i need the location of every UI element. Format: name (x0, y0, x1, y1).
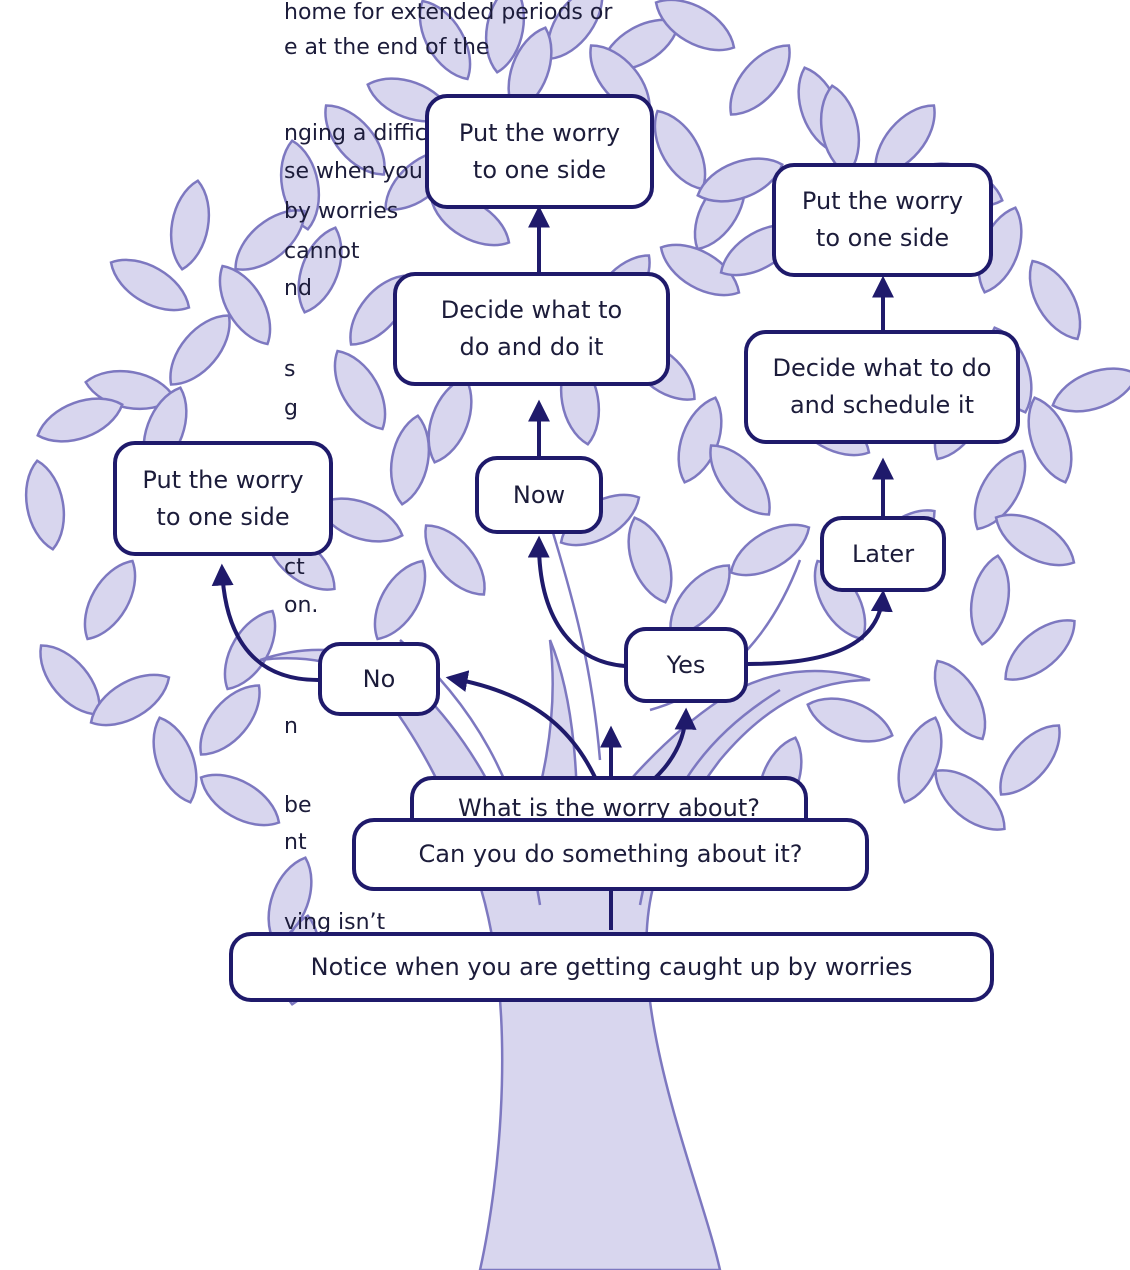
leaf-shape (427, 376, 473, 464)
leaf-shape (729, 44, 791, 116)
leaf-shape (316, 497, 404, 543)
node-later: Later (820, 516, 946, 592)
leaf-shape (89, 673, 171, 727)
leaf-shape (1027, 396, 1073, 484)
leaf-shape (1051, 367, 1130, 413)
node-can-you-do-something: Can you do something about it? (352, 818, 869, 891)
leaf-shape (389, 414, 431, 506)
leaf-shape (234, 209, 306, 271)
leaf-shape (218, 264, 272, 346)
node-yes: Yes (624, 627, 748, 703)
node-put-worry-aside-right: Put the worry to one side (772, 163, 993, 277)
leaf-shape (279, 139, 321, 231)
node-decide-and-do-it: Decide what to do and do it (393, 272, 670, 386)
leaf-shape (709, 444, 771, 516)
leaf-shape (424, 524, 486, 596)
leaf-shape (169, 314, 231, 386)
leaf-shape (324, 104, 386, 176)
node-put-worry-aside-left: Put the worry to one side (113, 441, 333, 556)
node-no: No (318, 642, 440, 716)
leaf-shape (1004, 619, 1076, 681)
arrow-no-to-put-left (211, 563, 319, 682)
leaf-shape (627, 516, 673, 604)
leaf-shape (199, 773, 281, 827)
leaf-shape (24, 459, 66, 551)
leaf-shape (696, 157, 784, 203)
leaf-shape (934, 769, 1006, 831)
leaf-shape (897, 716, 943, 804)
arrow-yes-to-later (747, 589, 893, 666)
leaf-shape (109, 258, 191, 312)
leaf-shape (333, 349, 387, 431)
leaf-shape (677, 396, 723, 484)
leaf-shape (36, 397, 124, 443)
node-notice-worries: Notice when you are getting caught up by… (229, 932, 994, 1002)
leaf-shape (999, 724, 1061, 796)
leaf-shape (152, 716, 198, 804)
leaf-shape (994, 513, 1076, 567)
node-decide-and-schedule: Decide what to do and schedule it (744, 330, 1020, 444)
leaf-shape (806, 697, 894, 743)
leaf-shape (659, 243, 741, 297)
leaf-shape (969, 554, 1011, 646)
leaf-shape (297, 226, 343, 314)
leaf-shape (1028, 259, 1082, 341)
leaf-shape (973, 449, 1027, 531)
leaf-shape (169, 179, 211, 271)
leaf-shape (484, 0, 526, 74)
arrow-yes-to-now (527, 535, 626, 668)
leaf-shape (729, 523, 811, 577)
leaf-shape (199, 684, 261, 756)
leaf-shape (418, 0, 472, 81)
node-now: Now (475, 456, 603, 534)
leaf-shape (223, 609, 277, 691)
leaf-shape (654, 0, 736, 52)
leaf-shape (83, 559, 137, 641)
leaf-shape (373, 559, 427, 641)
node-put-worry-aside-top: Put the worry to one side (425, 94, 654, 209)
leaf-shape (933, 659, 987, 741)
